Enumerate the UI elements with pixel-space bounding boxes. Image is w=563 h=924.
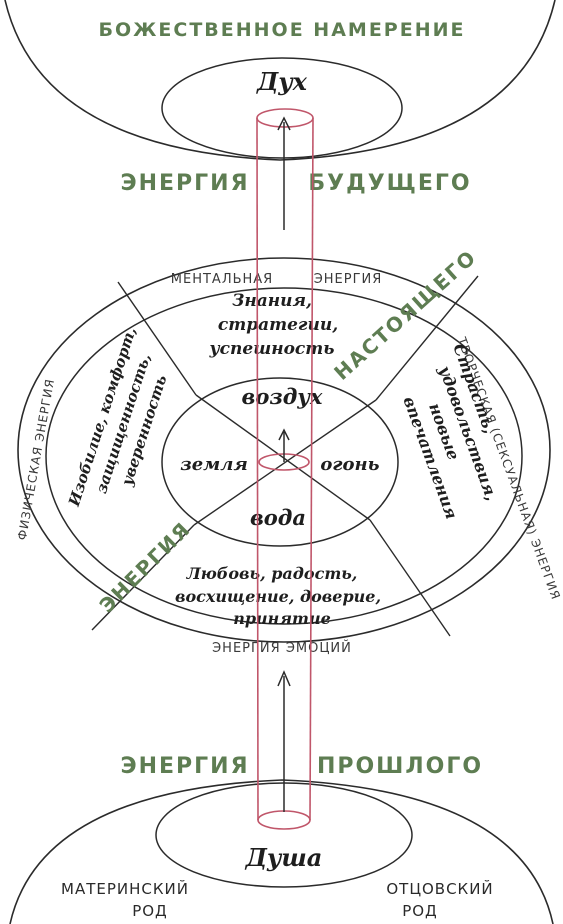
divider-right-top (375, 275, 479, 401)
maternal-lineage-label-2: РОД (132, 902, 168, 920)
future-energy-word: ЭНЕРГИЯ (120, 171, 249, 196)
divine-intention-circle (4, 0, 556, 161)
divider-center-1 (195, 394, 371, 521)
upward-arrows (277, 116, 291, 812)
channel-left-edge (256, 117, 259, 821)
element-water: вода (250, 505, 306, 530)
element-air: воздух (242, 384, 323, 409)
elements-ellipse (161, 377, 399, 547)
past-word: ПРОШЛОГО (317, 754, 483, 779)
channel-bottom-opening (257, 810, 311, 830)
spirit-label: Дух (256, 67, 308, 96)
sector-bottom-line-3: принятие (233, 609, 331, 628)
sector-top-line-3: успешность (209, 339, 335, 359)
element-earth: земля (180, 454, 248, 475)
arrow-mid-head (278, 428, 290, 441)
sector-bottom-line-1: Любовь, радость, (186, 564, 358, 583)
paternal-lineage-label-1: ОТЦОВСКИЙ (386, 879, 493, 898)
arrow-bottom-head (277, 670, 291, 687)
sector-bottom-line-2: восхищение, доверие, (175, 587, 381, 606)
maternal-lineage-label-1: МАТЕРИНСКИЙ (61, 879, 189, 898)
divine-intention-label: БОЖЕСТВЕННОЕ НАМЕРЕНИЕ (99, 19, 466, 41)
divider-left-bottom (91, 524, 195, 631)
sector-top-line-2: стратегии, (218, 315, 338, 335)
inner-ring-ellipse (45, 287, 523, 625)
divider-left-top (117, 281, 197, 396)
sector-left: Изобилие, комфорт, защищенность, уверенн… (65, 325, 171, 509)
divider-right-bottom (369, 519, 451, 637)
channel-right-edge (309, 117, 314, 821)
mental-energy-label-2: ЭНЕРГИЯ (314, 272, 383, 287)
physical-energy-label: ФИЗИЧЕСКАЯ ЭНЕРГИЯ (15, 377, 57, 541)
paternal-lineage-label-2: РОД (402, 902, 438, 920)
sector-top-line-1: Знания, (232, 291, 312, 311)
arrow-top-head (277, 116, 291, 131)
future-word: БУДУЩЕГО (308, 171, 471, 196)
outer-energy-ellipse (17, 257, 551, 643)
channel-top-opening (256, 108, 314, 128)
emotions-energy-label: ЭНЕРГИЯ ЭМОЦИЙ (212, 640, 352, 656)
energy-channel (256, 108, 314, 830)
element-fire: огонь (320, 454, 379, 475)
soul-label: Душа (245, 843, 323, 872)
lineage-circle (9, 779, 554, 924)
mental-energy-label-1: МЕНТАЛЬНАЯ (171, 272, 273, 287)
spirit-ellipse (161, 57, 403, 159)
divider-center-2 (193, 399, 377, 526)
past-energy-word: ЭНЕРГИЯ (120, 754, 249, 779)
